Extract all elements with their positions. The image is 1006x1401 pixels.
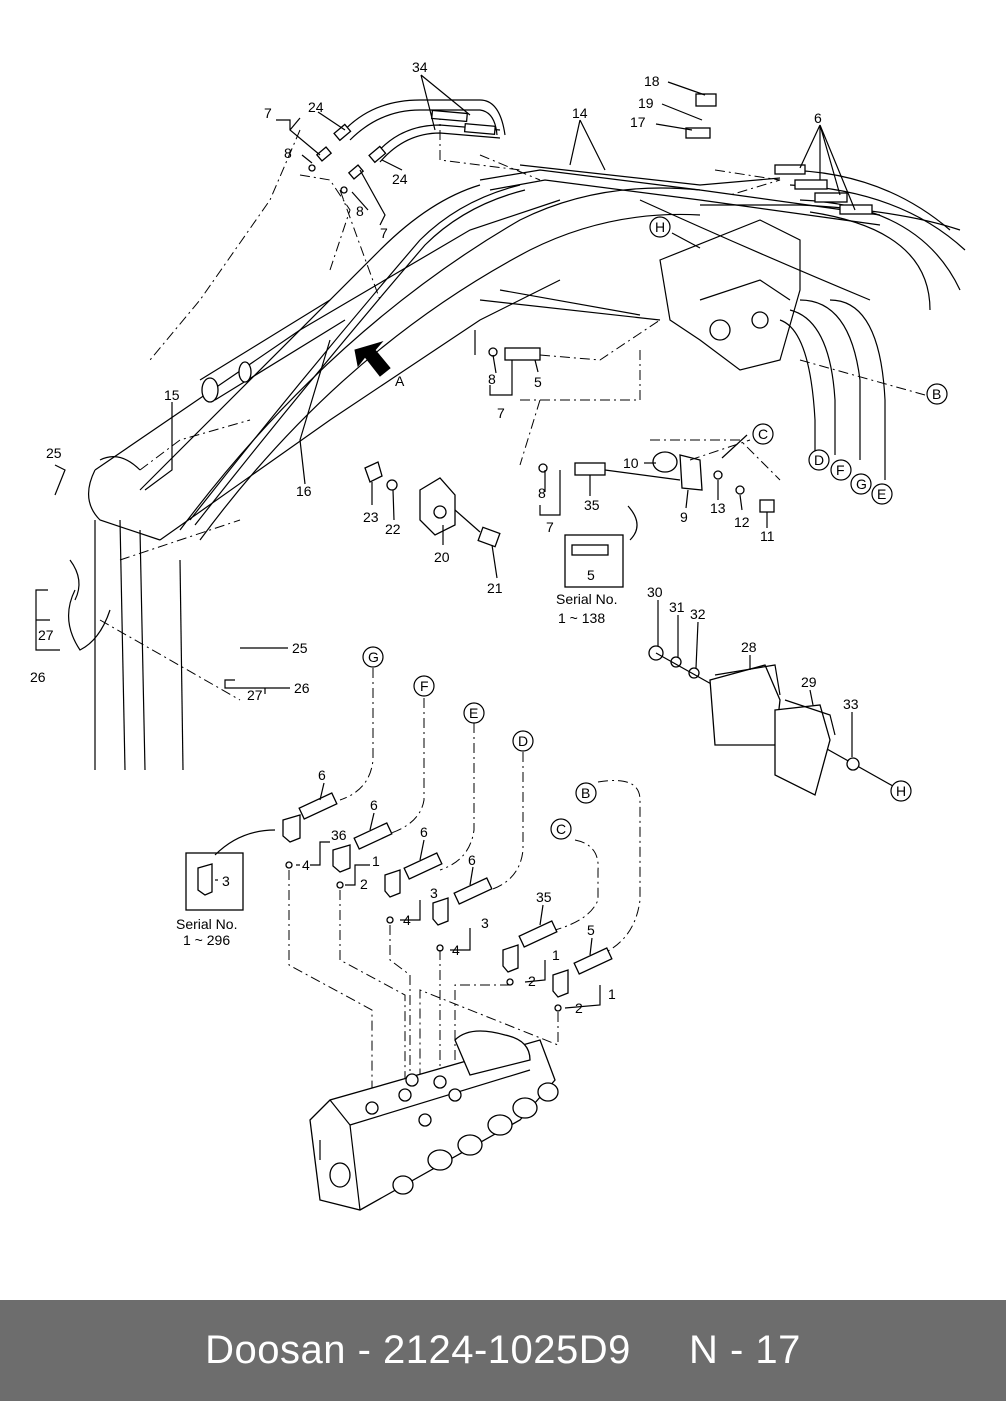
callout-8: 8 xyxy=(284,145,292,161)
bracket-group xyxy=(364,461,501,548)
callout-30: 30 xyxy=(647,584,663,600)
marker-b: B xyxy=(581,785,590,801)
view-arrow-a xyxy=(354,341,391,377)
marker-f: F xyxy=(836,462,845,478)
callout-14: 14 xyxy=(572,105,588,121)
boom-assembly xyxy=(67,110,701,771)
callout-7: 7 xyxy=(497,405,505,421)
callout-24: 24 xyxy=(392,171,408,187)
callout-35: 35 xyxy=(536,889,552,905)
callout-34: 34 xyxy=(412,59,428,75)
footer-bar: Doosan - 2124-1025D9 N - 17 xyxy=(0,1300,1006,1401)
mid-fittings xyxy=(474,319,775,588)
callout-15: 15 xyxy=(164,387,180,403)
parts-diagram: 34 24 24 7 8 8 7 14 18 19 17 6 H 15 16 A… xyxy=(30,59,966,1211)
callout-4: 4 xyxy=(403,912,411,928)
callout-25: 25 xyxy=(46,445,62,461)
lower-hoses xyxy=(185,668,641,1105)
callout-18: 18 xyxy=(644,73,660,89)
base-frame xyxy=(479,219,926,481)
callout-27: 27 xyxy=(38,627,54,643)
callout-35: 35 xyxy=(584,497,600,513)
serial-1-line1: Serial No. xyxy=(556,591,617,607)
callout-2: 2 xyxy=(575,1000,583,1016)
callout-1: 1 xyxy=(608,986,616,1002)
callout-3: 3 xyxy=(222,873,230,889)
callout-1: 1 xyxy=(552,947,560,963)
marker-c: C xyxy=(556,821,566,837)
serial-2-line2: 1 ~ 296 xyxy=(183,932,230,948)
label-view-a: A xyxy=(395,373,405,389)
circle-markers xyxy=(362,216,948,840)
callout-22: 22 xyxy=(385,521,401,537)
callout-19: 19 xyxy=(638,95,654,111)
callout-28: 28 xyxy=(741,639,757,655)
callout-20: 20 xyxy=(434,549,450,565)
top-right-pipes xyxy=(479,93,966,311)
callout-3: 3 xyxy=(430,885,438,901)
callout-6: 6 xyxy=(370,797,378,813)
callout-6: 6 xyxy=(468,852,476,868)
callout-1: 1 xyxy=(372,853,380,869)
serial-1-line2: 1 ~ 138 xyxy=(558,610,605,626)
callout-6: 6 xyxy=(420,824,428,840)
marker-e: E xyxy=(877,486,886,502)
callout-5: 5 xyxy=(587,567,595,583)
callout-labels: 34 24 24 7 8 8 7 14 18 19 17 6 H 15 16 A… xyxy=(30,59,941,1016)
callout-12: 12 xyxy=(734,514,750,530)
cover-plates xyxy=(648,645,901,796)
callout-29: 29 xyxy=(801,674,817,690)
callout-8: 8 xyxy=(488,371,496,387)
callout-24: 24 xyxy=(308,99,324,115)
callout-36: 36 xyxy=(331,827,347,843)
marker-b: B xyxy=(932,386,941,402)
callout-3: 3 xyxy=(481,915,489,931)
callout-26: 26 xyxy=(30,669,46,685)
callout-27: 27 xyxy=(247,687,263,703)
callout-4: 4 xyxy=(302,857,310,873)
marker-h: H xyxy=(896,783,906,799)
callout-4: 4 xyxy=(452,942,460,958)
control-valve xyxy=(309,1030,559,1211)
footer-caption: Doosan - 2124-1025D9 N - 17 xyxy=(205,1328,801,1372)
callout-5: 5 xyxy=(587,922,595,938)
callout-32: 32 xyxy=(690,606,706,622)
top-hose-group xyxy=(308,99,506,194)
callout-25: 25 xyxy=(292,640,308,656)
leader-lines xyxy=(35,74,856,1009)
callout-21: 21 xyxy=(487,580,503,596)
callout-33: 33 xyxy=(843,696,859,712)
callout-7: 7 xyxy=(380,225,388,241)
marker-g: G xyxy=(856,476,867,492)
callout-7: 7 xyxy=(546,519,554,535)
callout-23: 23 xyxy=(363,509,379,525)
callout-11: 11 xyxy=(760,528,775,544)
marker-e: E xyxy=(469,705,478,721)
marker-g: G xyxy=(368,649,379,665)
callout-10: 10 xyxy=(623,455,639,471)
callout-26: 26 xyxy=(294,680,310,696)
callout-6: 6 xyxy=(318,767,326,783)
callout-6: 6 xyxy=(814,110,822,126)
marker-f: F xyxy=(420,678,429,694)
marker-c: C xyxy=(758,426,768,442)
callout-9: 9 xyxy=(680,509,688,525)
callout-8: 8 xyxy=(538,485,546,501)
callout-17: 17 xyxy=(630,114,646,130)
callout-16: 16 xyxy=(296,483,312,499)
callout-13: 13 xyxy=(710,500,726,516)
callout-2: 2 xyxy=(528,973,536,989)
marker-h: H xyxy=(655,219,665,235)
callout-8: 8 xyxy=(356,203,364,219)
marker-d: D xyxy=(814,452,824,468)
serial-2-line1: Serial No. xyxy=(176,916,237,932)
callout-5: 5 xyxy=(534,374,542,390)
callout-2: 2 xyxy=(360,876,368,892)
callout-31: 31 xyxy=(669,599,685,615)
callout-7: 7 xyxy=(264,105,272,121)
marker-d: D xyxy=(518,733,528,749)
